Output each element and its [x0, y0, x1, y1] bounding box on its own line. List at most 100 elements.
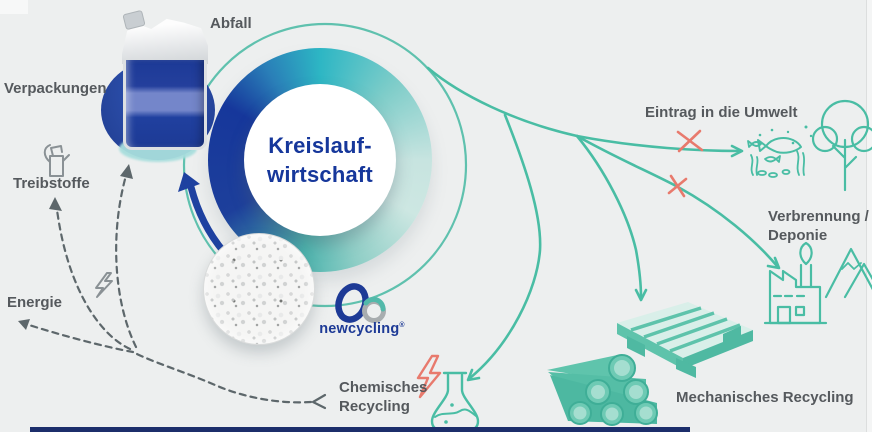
dashed-output-arrows — [18, 164, 327, 410]
dashed-to-energie — [24, 322, 135, 354]
tree-canopy-right — [850, 125, 872, 153]
pallet-foot — [627, 336, 645, 357]
tree-trunk — [831, 138, 858, 192]
fuel-nozzle-icon — [43, 144, 70, 177]
mountain-zigzag — [841, 262, 862, 270]
label-chemisches-line2: Recycling — [339, 398, 410, 415]
factory-icon — [763, 241, 828, 325]
x-icon-incineration — [667, 174, 688, 198]
bubble — [809, 134, 813, 138]
plastic-pellets-icon — [203, 233, 315, 345]
bubble — [804, 125, 808, 129]
navy-return-arrow — [178, 172, 228, 256]
pallet-foot — [723, 326, 741, 346]
energy-bolt-icon — [95, 272, 113, 298]
flask-outline — [430, 371, 480, 432]
x-icon-environment — [676, 129, 704, 153]
center-title-line2: wirtschaft — [267, 162, 373, 187]
pipe-end-inner — [639, 406, 653, 420]
pipe-end-inner — [614, 360, 630, 376]
pipe-end-inner — [591, 385, 605, 399]
pallet-foot — [676, 358, 696, 378]
pouch-packaging-icon — [122, 9, 208, 150]
stone — [768, 172, 778, 178]
label-verpackungen: Verpackungen — [4, 80, 107, 97]
bubble — [770, 128, 774, 132]
arrow-to-mechanical — [575, 134, 643, 299]
label-chemisches-recycling: Chemisches Recycling — [339, 378, 427, 416]
pallet-slats — [630, 306, 741, 353]
background-seam — [866, 0, 872, 432]
dashed-to-treibstoffe — [55, 208, 132, 351]
dashed-direction-arrowhead — [311, 393, 327, 410]
arrowhead-environment — [730, 144, 744, 158]
pipes-icon — [547, 354, 658, 426]
arrowhead-chemical — [466, 368, 481, 382]
arrow-to-environment — [575, 134, 742, 153]
navy-arrowhead — [178, 172, 200, 192]
label-treibstoffe: Treibstoffe — [13, 175, 90, 192]
seaweed — [750, 150, 806, 176]
flask-icon — [430, 371, 480, 432]
center-circle: Kreislauf- wirtschaft — [244, 84, 396, 236]
label-energie: Energie — [7, 294, 63, 311]
stone — [781, 169, 791, 175]
background-corner — [0, 0, 28, 14]
red-lightning-icon — [416, 354, 442, 399]
factory-flame — [799, 241, 813, 266]
arrowhead-incineration — [766, 256, 781, 270]
label-verbrennung-deponie: Verbrennung / Deponie — [768, 207, 869, 245]
big-fish — [765, 137, 802, 154]
logo-mark: ® — [399, 322, 405, 330]
landfill-mountain-icon — [824, 247, 872, 299]
newcycling-logo-text: newcycling® — [314, 321, 410, 337]
pallet-side-left — [617, 323, 683, 369]
label-verbrennung-line1: Verbrennung / — [768, 208, 869, 225]
factory-chimney — [799, 263, 813, 289]
arrow-source-curve — [426, 66, 579, 138]
arrowhead-treibstoffe — [49, 197, 62, 211]
label-abfall: Abfall — [210, 15, 252, 32]
mountain-large — [824, 247, 872, 299]
flask-liquid — [434, 408, 477, 418]
arrow-to-incineration — [575, 134, 779, 268]
label-mechanisches-recycling: Mechanisches Recycling — [676, 389, 854, 406]
bubble — [786, 130, 790, 134]
logo-loop-accent — [363, 296, 386, 312]
fish-water-icon — [747, 125, 813, 178]
arrowhead-energie — [18, 319, 30, 330]
dashed-trunk — [131, 350, 313, 404]
pallet-icon — [617, 302, 753, 378]
pipe-body — [547, 354, 622, 382]
outer-orbit-circle — [182, 22, 468, 308]
label-chemisches-line1: Chemisches — [339, 379, 428, 396]
flask-bubble — [444, 420, 448, 424]
bubble — [758, 133, 762, 137]
tree-icon — [811, 99, 872, 192]
flow-arrows — [426, 66, 781, 382]
pipe-end-inner — [629, 385, 643, 399]
flask-bubble — [450, 403, 454, 407]
blocked-x-marks — [667, 129, 704, 198]
pallet-top — [617, 302, 753, 358]
medium-fish — [764, 155, 781, 163]
factory-door — [776, 305, 792, 325]
arrow-to-chemical — [468, 113, 542, 380]
fuel-nozzle-shape — [43, 144, 70, 177]
logo-name: newcycling — [319, 321, 400, 337]
label-eintrag-umwelt: Eintrag in die Umwelt — [645, 104, 798, 121]
label-verbrennung-line2: Deponie — [768, 227, 828, 244]
bottom-bar — [30, 427, 690, 432]
center-title-line1: Kreislauf- — [268, 133, 372, 158]
pouch-body — [123, 60, 207, 150]
dashed-to-verpackungen — [115, 170, 138, 349]
factory-window2 — [794, 305, 806, 317]
navy-arrow-shaft — [187, 183, 228, 256]
mountain-small — [843, 262, 872, 299]
arrowhead-mechanical — [634, 288, 648, 302]
factory-building — [768, 269, 822, 325]
tree-canopy-left — [811, 125, 839, 153]
small-fish — [747, 140, 762, 148]
arrowhead-verpackungen — [120, 164, 133, 179]
